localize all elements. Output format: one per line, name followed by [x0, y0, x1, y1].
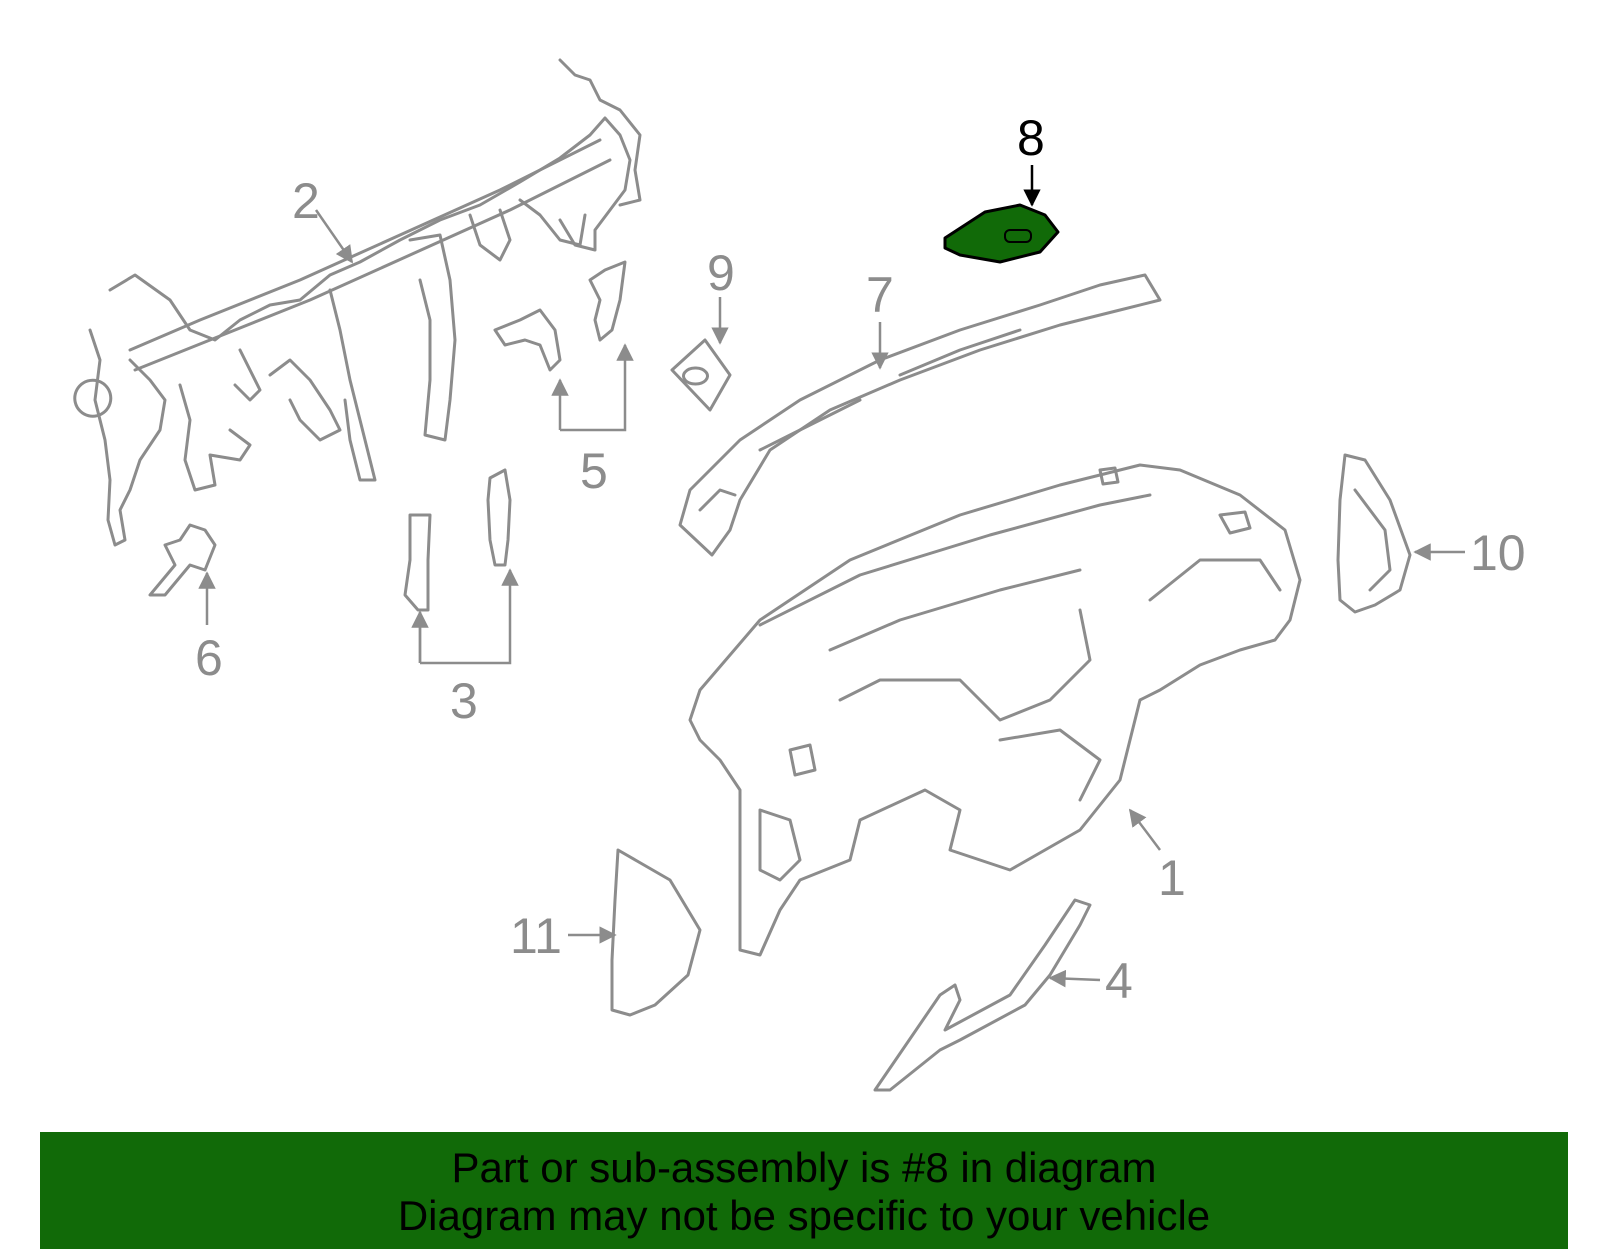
part-11-side-cover: [610, 848, 702, 1017]
callout-10: 10: [1470, 525, 1526, 581]
banner-line-1: Part or sub-assembly is #8 in diagram: [451, 1144, 1157, 1191]
callout-9: 9: [707, 245, 735, 301]
part-8-cover-highlighted: [943, 203, 1060, 264]
part-4-lower-strip: [873, 898, 1092, 1092]
leader-lines: [198, 165, 1465, 988]
part-5-brackets: [493, 260, 627, 372]
callout-2: 2: [292, 173, 320, 229]
part-9-pad: [670, 338, 732, 412]
part-1-instrument-panel: [688, 463, 1302, 957]
info-banner: Part or sub-assembly is #8 in diagram Di…: [40, 1132, 1568, 1249]
callout-6: 6: [195, 630, 223, 686]
callout-11: 11: [510, 908, 562, 964]
callout-7: 7: [866, 267, 894, 323]
part-2-cross-member: [73, 58, 642, 547]
callout-3: 3: [450, 673, 478, 729]
callout-1: 1: [1158, 850, 1186, 906]
callout-labels: 1 2 3 4 5 6 7 8 9 10 11: [195, 110, 1526, 1009]
part-7-defroster-grille: [678, 273, 1162, 557]
part-10-side-vent: [1336, 453, 1412, 614]
callout-5: 5: [580, 443, 608, 499]
callout-4: 4: [1105, 953, 1133, 1009]
part-3-brackets: [403, 468, 512, 612]
part-6-bracket: [148, 523, 217, 597]
callout-8: 8: [1017, 110, 1045, 166]
banner-line-2: Diagram may not be specific to your vehi…: [397, 1192, 1211, 1239]
